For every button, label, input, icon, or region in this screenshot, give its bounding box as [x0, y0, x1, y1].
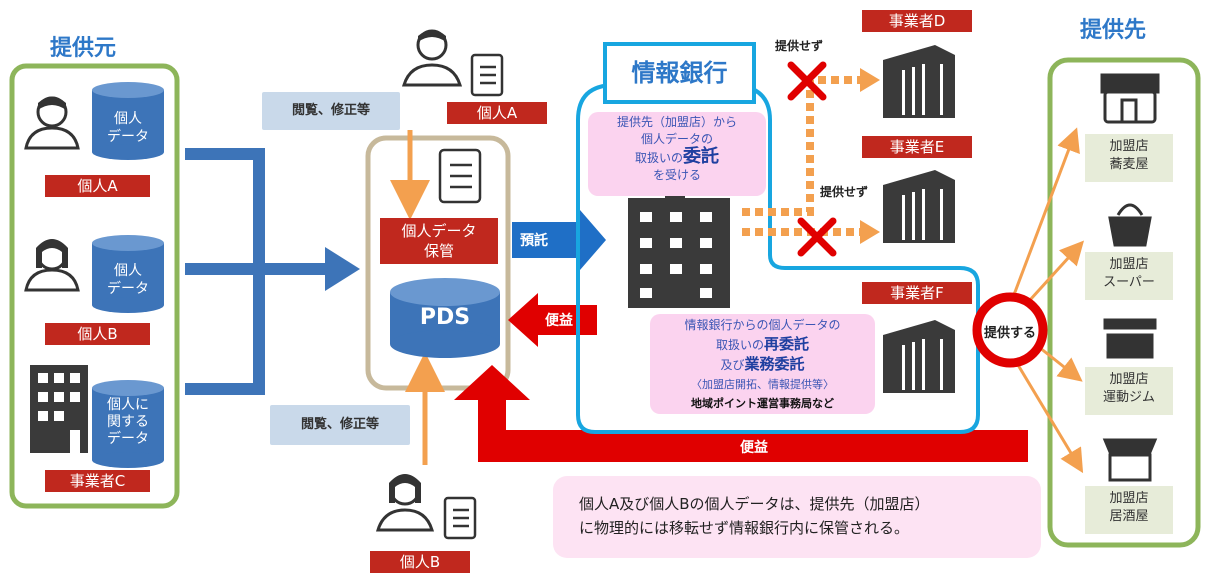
- no-provide-e: 提供せず: [820, 185, 869, 199]
- storage-label: 個人データ 保管: [380, 218, 498, 264]
- benefit-big-label: 便益: [740, 440, 768, 456]
- store-super: 加盟店 スーパー: [1085, 252, 1173, 300]
- provider-title: 提供元: [50, 36, 117, 61]
- consign-box: 提供先（加盟店）から 個人データの 取扱いの委託 を受ける: [588, 112, 766, 196]
- reconsign-line2-pre: 取扱いの: [715, 338, 764, 352]
- company-c-label: 事業者C: [45, 470, 150, 492]
- store-izakaya: 加盟店 居酒屋: [1085, 486, 1173, 534]
- store-soba-line2: 蕎麦屋: [1109, 157, 1149, 172]
- provider-frame: [9, 63, 180, 509]
- store-gym-line1: 加盟店: [1109, 372, 1149, 387]
- store-soba-line1: 加盟店: [1109, 139, 1149, 154]
- store-izakaya-line1: 加盟店: [1109, 491, 1149, 506]
- consign-line3-pre: 取扱いの: [634, 151, 683, 165]
- consign-line4: を受ける: [652, 168, 701, 182]
- operator-f-label: 事業者F: [862, 282, 972, 304]
- bottom-person-label: 個人B: [370, 551, 470, 573]
- operator-building-icons: [883, 45, 955, 393]
- reconsign-line3-bold: 業務委託: [744, 355, 805, 373]
- reconsign-line2-bold: 再委託: [764, 335, 810, 353]
- recipient-frame: [1047, 57, 1201, 548]
- store-super-line1: 加盟店: [1109, 257, 1149, 272]
- note-line1: 個人A及び個人Bの個人データは、提供先（加盟店）: [579, 495, 930, 513]
- consign-line1: 提供先（加盟店）から: [616, 115, 737, 129]
- benefit-small-label: 便益: [545, 313, 573, 329]
- store-gym-line2: 運動ジム: [1102, 390, 1155, 405]
- reconsign-line4: 〈加盟店開拓、情報提供等〉: [691, 378, 834, 391]
- store-soba: 加盟店 蕎麦屋: [1085, 134, 1173, 182]
- benefit-arrow-small: [508, 293, 597, 347]
- clipboard-icons: [438, 53, 504, 540]
- store-izakaya-line2: 居酒屋: [1109, 509, 1149, 524]
- edit-label-bottom: 閲覧、修正等: [270, 405, 410, 445]
- provide-label: 提供する: [983, 326, 1036, 341]
- edit-label-top: 閲覧、修正等: [262, 92, 400, 130]
- operator-d-label: 事業者D: [862, 10, 972, 32]
- consign-line3-bold: 委託: [683, 146, 719, 167]
- top-person-label: 個人A: [447, 102, 547, 124]
- store-icons: [1100, 73, 1160, 482]
- person-a-data-label: 個人 データ: [107, 111, 149, 145]
- merge-arrow: [185, 148, 360, 395]
- consign-line2: 個人データの: [640, 132, 713, 146]
- pds-label: PDS: [419, 305, 471, 330]
- reconsign-line1: 情報銀行からの個人データの: [684, 318, 841, 332]
- note-box: 個人A及び個人Bの個人データは、提供先（加盟店） に物理的には移転せず情報銀行内…: [553, 476, 1041, 558]
- person-b-data-label: 個人 データ: [107, 263, 149, 297]
- provide-circle: [972, 292, 1048, 368]
- company-c-data-label: 個人に 関する データ: [107, 397, 149, 447]
- deposit-label: 預託: [520, 233, 548, 249]
- reconsign-box: 情報銀行からの個人データの 取扱いの再委託 及び業務委託 〈加盟店開拓、情報提供…: [650, 314, 875, 414]
- reconsign-line5: 地域ポイント運営事務局など: [691, 397, 834, 410]
- reconsign-line3-pre: 及び: [720, 358, 745, 372]
- no-provide-d: 提供せず: [775, 39, 824, 53]
- deposit-arrow: [512, 210, 606, 270]
- store-super-line2: スーパー: [1103, 275, 1155, 290]
- benefit-arrow-big: [454, 365, 1028, 462]
- store-gym: 加盟店 運動ジム: [1085, 367, 1173, 415]
- person-a-label: 個人A: [45, 175, 150, 197]
- bank-frame: [576, 83, 980, 434]
- operator-e-label: 事業者E: [862, 136, 972, 158]
- note-line2: に物理的には移転せず情報銀行内に保管される。: [579, 519, 910, 537]
- data-cylinders: [92, 82, 500, 468]
- recipient-title: 提供先: [1080, 18, 1147, 43]
- person-b-label: 個人B: [45, 323, 150, 345]
- bank-title: 情報銀行: [603, 42, 756, 104]
